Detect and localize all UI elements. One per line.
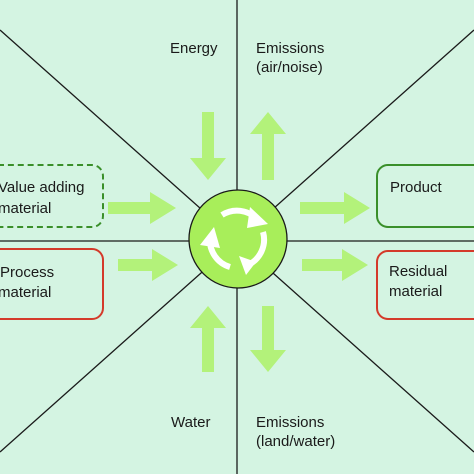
process-label-1: Process	[0, 264, 55, 281]
process-center-circle	[188, 189, 288, 289]
value-adding-arrow-right-icon	[108, 192, 176, 224]
process-material-box	[0, 248, 104, 320]
residual-label-1: Residual	[389, 263, 448, 280]
product-box	[376, 164, 474, 228]
emissions-land-label-2: (land/water)	[256, 433, 336, 450]
residual-arrow-right-icon	[302, 249, 368, 281]
value-adding-material-box	[0, 164, 104, 228]
residual-material-box	[376, 250, 474, 320]
energy-arrow-down-icon	[190, 112, 226, 180]
process-arrow-right-icon	[118, 249, 178, 281]
value-adding-label-1: Value adding	[0, 179, 85, 196]
process-label-2: material	[0, 284, 52, 301]
energy-label: Energy	[170, 40, 218, 57]
value-adding-label-2: material	[0, 200, 52, 217]
residual-label-2: material	[389, 283, 443, 300]
emissions-land-label-1: Emissions	[256, 414, 325, 431]
water-arrow-up-icon	[190, 306, 226, 372]
product-label: Product	[390, 179, 442, 196]
product-arrow-right-icon	[300, 192, 370, 224]
emissions-air-label-2: (air/noise)	[256, 59, 323, 76]
emissions-air-arrow-up-icon	[250, 112, 286, 180]
recycle-arrowheads	[200, 207, 268, 275]
emissions-air-label-1: Emissions	[256, 40, 325, 57]
flow-arrows	[108, 112, 370, 372]
water-label: Water	[171, 414, 211, 431]
emissions-land-arrow-down-icon	[250, 306, 286, 372]
